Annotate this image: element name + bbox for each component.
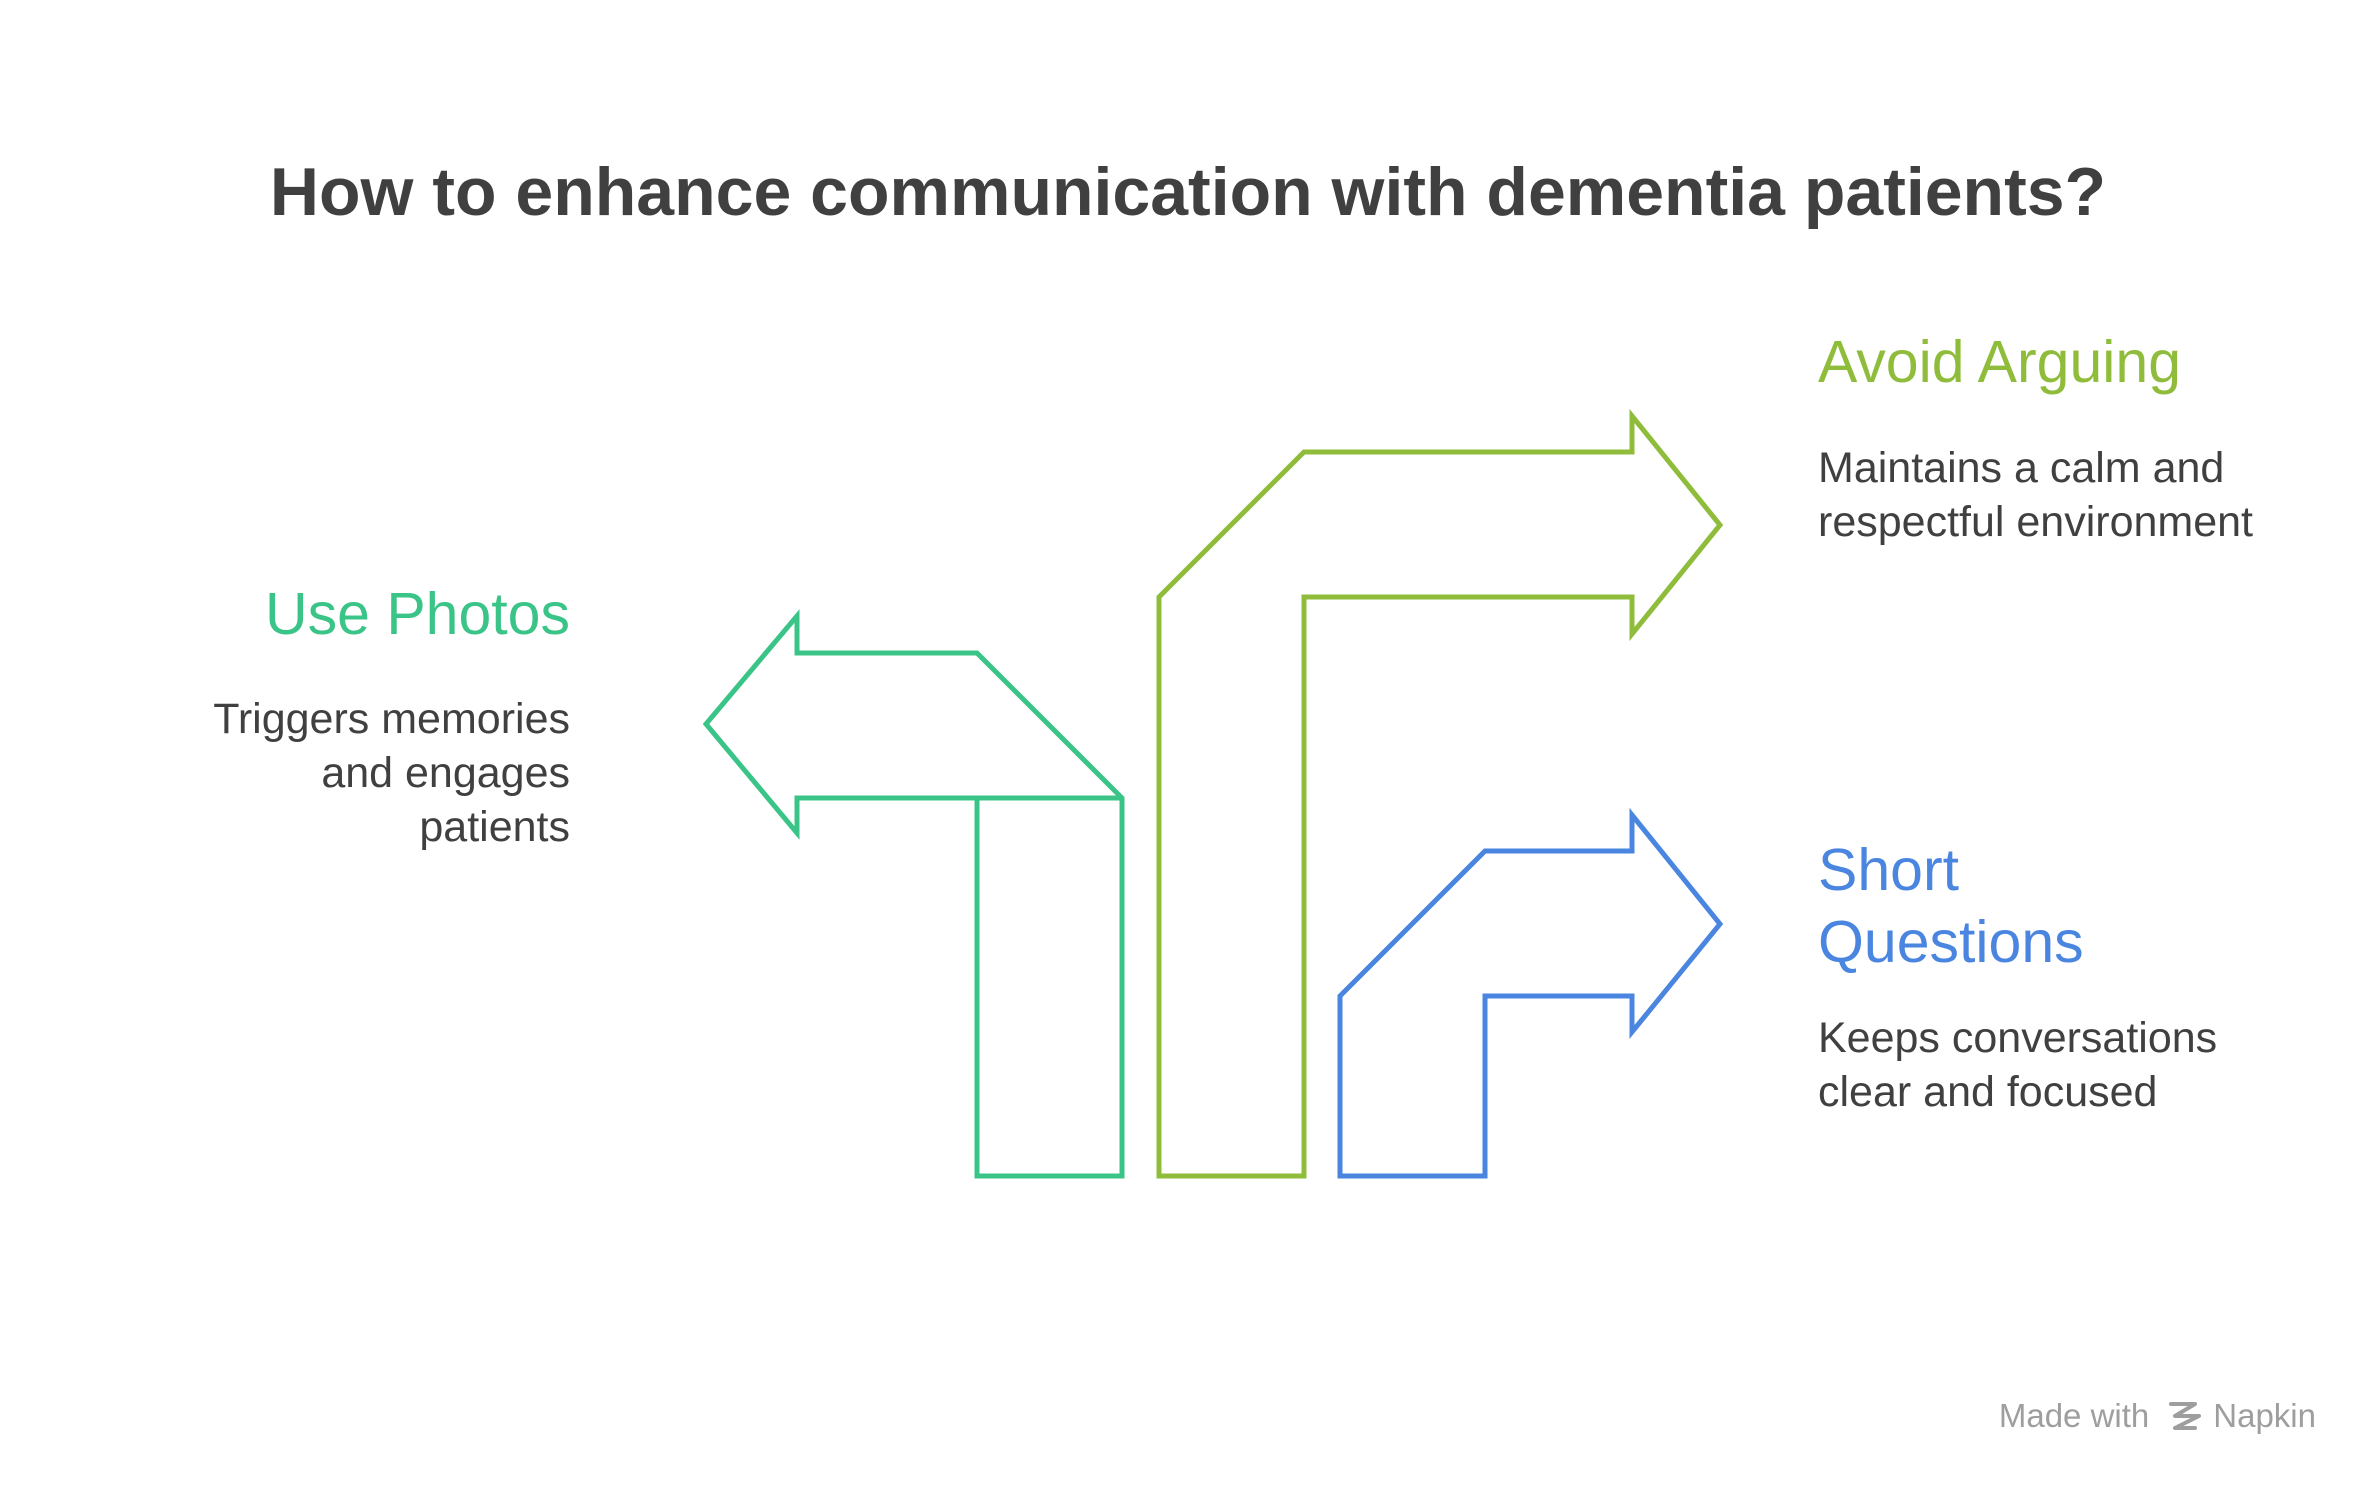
arrow-short-questions	[1337, 807, 1724, 1179]
made-with-label: Made with	[1998, 1397, 2150, 1434]
arrow-avoid-arguing	[1156, 408, 1724, 1179]
napkin-logo-icon	[2169, 1402, 2202, 1430]
description-use-photos: Triggers memories and engages patients	[213, 695, 570, 851]
description-avoid-arguing: Maintains a calm and respectful environm…	[1818, 444, 2253, 546]
napkin-watermark: Made with Napkin	[1999, 1396, 2316, 1436]
arrow-use-photos	[702, 609, 1125, 1179]
napkin-brand: Napkin	[2213, 1397, 2316, 1434]
description-short-questions: Keeps conversations clear and focused	[1818, 1014, 2218, 1116]
page-title: How to enhance communication with dement…	[269, 154, 2107, 230]
heading-use-photos: Use Photos	[265, 581, 570, 647]
heading-short-questions: Short Questions	[1818, 837, 2084, 975]
heading-avoid-arguing: Avoid Arguing	[1818, 329, 2182, 395]
